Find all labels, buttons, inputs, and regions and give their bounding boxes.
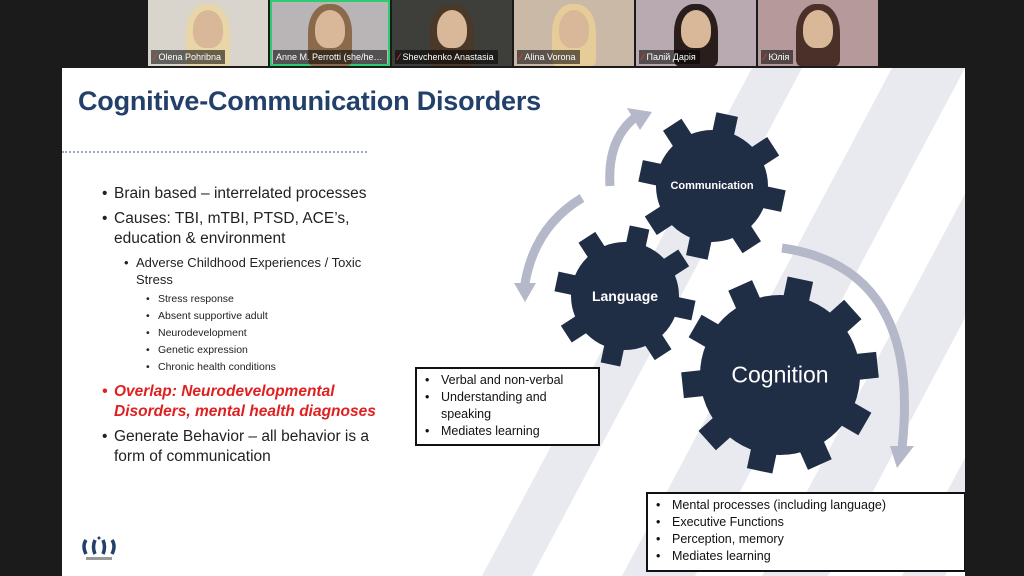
bullet-behavior: Generate Behavior – all behavior is a fo… bbox=[102, 427, 392, 467]
bullet-list: Brain based – interrelated processes Cau… bbox=[102, 184, 392, 472]
participant-name: ⁄Olena Pohribna bbox=[151, 50, 226, 64]
participant-tile[interactable]: ⁄Alina Vorona bbox=[514, 0, 634, 66]
participant-name-text: Shevchenko Anastasia bbox=[402, 52, 494, 62]
cognition-item: Mental processes (including language) bbox=[654, 497, 958, 514]
muted-mic-icon: ⁄ bbox=[520, 52, 522, 62]
sub-bullet: Neurodevelopment bbox=[146, 325, 392, 342]
language-item: Mediates learning bbox=[423, 423, 592, 440]
shared-slide: Cognitive-Communication Disorders Brain … bbox=[62, 68, 965, 576]
participant-name-text: Anne M. Perrotti (she/her/... bbox=[276, 52, 387, 62]
sub-bullet: Genetic expression bbox=[146, 342, 392, 359]
bullet-ace: Adverse Childhood Experiences / Toxic St… bbox=[124, 254, 392, 288]
sub-bullet: Chronic health conditions bbox=[146, 359, 392, 376]
bullet-overlap: Overlap: Neurodevelopmental Disorders, m… bbox=[102, 382, 392, 422]
participant-name-text: Юлія bbox=[768, 52, 790, 62]
bullet-causes: Causes: TBI, mTBI, PTSD, ACE’s, educatio… bbox=[102, 209, 392, 249]
participant-tile[interactable]: ⁄Shevchenko Anastasia bbox=[392, 0, 512, 66]
participant-tile[interactable]: ⁄Olena Pohribna bbox=[148, 0, 268, 66]
participant-name: ⁄Юлія bbox=[761, 50, 794, 64]
gear-cognition bbox=[681, 276, 879, 474]
arrow-head-top bbox=[627, 108, 652, 130]
arrow-head-right bbox=[890, 446, 914, 468]
arrow-arc-left bbox=[519, 194, 585, 291]
cognition-item: Mediates learning bbox=[654, 548, 958, 565]
participant-name: ⁄Палій Дарія bbox=[639, 50, 700, 64]
muted-mic-icon: ⁄ bbox=[398, 52, 400, 62]
participant-face bbox=[315, 10, 345, 48]
arrow-head-left bbox=[514, 283, 536, 302]
arrow-arc-top bbox=[605, 112, 640, 187]
gear-label-communication: Communication bbox=[670, 180, 754, 192]
participant-face bbox=[681, 10, 711, 48]
participant-face bbox=[803, 10, 833, 48]
participant-name: Anne M. Perrotti (she/her/... bbox=[273, 50, 387, 64]
gear-communication bbox=[638, 112, 786, 260]
slide-title: Cognitive-Communication Disorders bbox=[78, 86, 541, 116]
gear-diagram bbox=[514, 108, 914, 474]
language-item: Understanding and speaking bbox=[423, 389, 592, 423]
cognition-box: Mental processes (including language) Ex… bbox=[646, 492, 965, 572]
arrow-arc-right bbox=[781, 243, 909, 449]
participant-name-text: Alina Vorona bbox=[524, 52, 576, 62]
sub-bullet: Stress response bbox=[146, 291, 392, 308]
language-item: Verbal and non-verbal bbox=[423, 372, 592, 389]
gear-label-cognition: Cognition bbox=[731, 361, 829, 388]
participant-tile[interactable]: Anne M. Perrotti (she/her/... bbox=[270, 0, 390, 66]
participant-name: ⁄Shevchenko Anastasia bbox=[395, 50, 498, 64]
language-box: Verbal and non-verbal Understanding and … bbox=[415, 367, 600, 446]
participant-name: ⁄Alina Vorona bbox=[517, 50, 580, 64]
gear-language bbox=[554, 225, 696, 367]
cognition-item: Perception, memory bbox=[654, 531, 958, 548]
participant-name-text: Палій Дарія bbox=[646, 52, 696, 62]
participant-tile[interactable]: ⁄Юлія bbox=[758, 0, 878, 66]
bullet-brain-based: Brain based – interrelated processes bbox=[102, 184, 392, 204]
muted-mic-icon: ⁄ bbox=[642, 52, 644, 62]
participant-name-text: Olena Pohribna bbox=[158, 52, 222, 62]
participant-face bbox=[193, 10, 223, 48]
cognition-item: Executive Functions bbox=[654, 514, 958, 531]
sub-bullet: Absent supportive adult bbox=[146, 308, 392, 325]
participant-face bbox=[559, 10, 589, 48]
participant-tile[interactable]: ⁄Палій Дарія bbox=[636, 0, 756, 66]
crown-logo-icon bbox=[82, 536, 116, 560]
title-divider bbox=[62, 151, 367, 153]
participant-face bbox=[437, 10, 467, 48]
gear-label-language: Language bbox=[591, 288, 659, 304]
muted-mic-icon: ⁄ bbox=[154, 52, 156, 62]
muted-mic-icon: ⁄ bbox=[764, 52, 766, 62]
